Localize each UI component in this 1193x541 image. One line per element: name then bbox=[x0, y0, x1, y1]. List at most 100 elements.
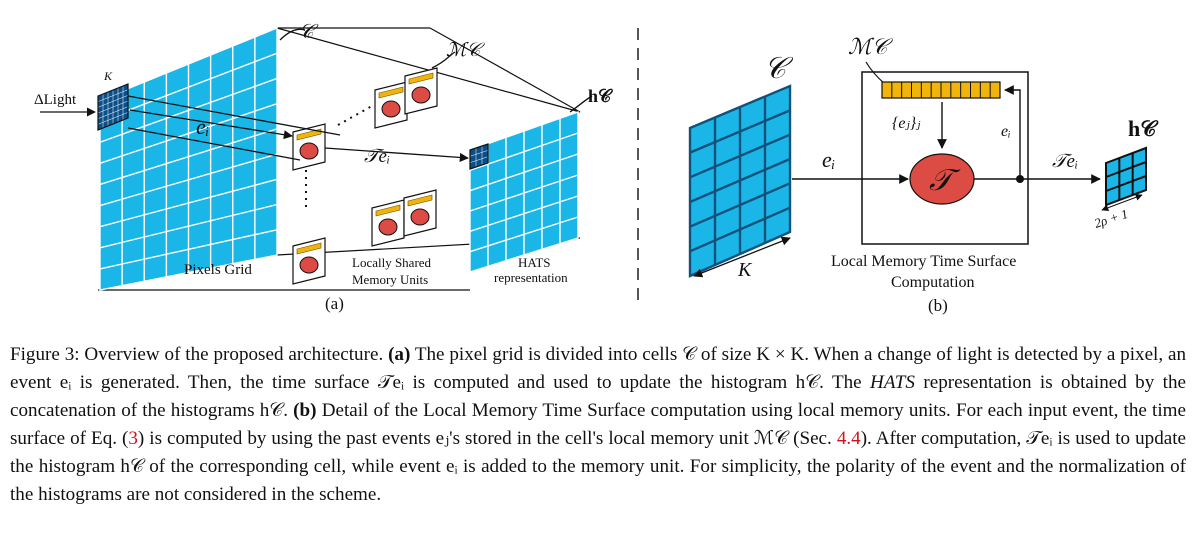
memory-unit-bar bbox=[378, 86, 404, 99]
pixel-cell-hline bbox=[99, 153, 278, 207]
input-cell-grid bbox=[688, 84, 792, 278]
histogram-size-arrow bbox=[1101, 193, 1143, 212]
histogram-grid bbox=[1105, 146, 1147, 207]
pixel-cell-hline bbox=[99, 203, 278, 249]
event-store-label: eᵢ bbox=[1001, 123, 1011, 140]
hist-cell-hline bbox=[1105, 175, 1147, 192]
caption-part-2: The pixel grid is divided into cells 𝒞 o… bbox=[10, 344, 1186, 393]
b-cell-hline bbox=[689, 182, 791, 228]
caption-part-5: ) is computed by using the past events e… bbox=[137, 428, 837, 449]
panel-b-letter: (b) bbox=[928, 296, 948, 315]
memory-unit-disk bbox=[410, 208, 430, 226]
event-label-a: eᵢ bbox=[196, 114, 209, 139]
box-title-line-2: Computation bbox=[891, 274, 975, 291]
memory-unit bbox=[403, 189, 437, 237]
memory-unit-disk bbox=[381, 100, 401, 118]
caption-italic-hats: HATS bbox=[870, 372, 915, 393]
histogram-cell-hline bbox=[469, 156, 489, 163]
b-cell-hline bbox=[689, 157, 791, 204]
hats-grid bbox=[469, 111, 579, 273]
memory-unit-bar bbox=[296, 242, 322, 255]
input-cell-hline bbox=[97, 89, 129, 102]
delta-light-label: ΔLight bbox=[34, 92, 77, 108]
box-title-line-1: Local Memory Time Surface bbox=[831, 253, 1016, 270]
pixel-cell-hline bbox=[99, 103, 278, 164]
panel-b: K 𝒞 ℳ𝒞 {eⱼ}ⱼ 𝒯 eᵢ eᵢ 𝒯eᵢ h𝒞 2ρ + 1 Local… bbox=[688, 34, 1159, 315]
input-cell-hline bbox=[97, 106, 129, 119]
histogram-size-label: 2ρ + 1 bbox=[1092, 206, 1129, 231]
input-cell-hline bbox=[97, 95, 129, 108]
computation-box bbox=[861, 71, 1029, 245]
event-in-label: eᵢ bbox=[822, 147, 835, 172]
histogram-label-b: h𝒞 bbox=[1128, 116, 1159, 141]
memory-unit bbox=[374, 81, 408, 129]
caption-bold-b: (b) bbox=[293, 400, 317, 421]
time-surface-label-a: 𝒯eᵢ bbox=[364, 146, 390, 167]
pixel-cell-hline bbox=[99, 52, 278, 122]
memory-unit-bar bbox=[407, 194, 433, 207]
caption-part-6: ). After computation, 𝒯eᵢ is used to upd… bbox=[10, 428, 1186, 505]
pixel-cell-hline bbox=[99, 128, 278, 186]
memory-pointer-b bbox=[865, 61, 886, 85]
memory-units-label-2: Memory Units bbox=[352, 272, 428, 287]
event-arrow-a bbox=[129, 109, 293, 140]
architecture-figure: ΔLight K 𝒞 ℳ𝒞 eᵢ 𝒯eᵢ h𝒞 Pixels Grid Loca… bbox=[34, 21, 1159, 315]
input-cell-border bbox=[97, 83, 129, 131]
histogram-label-a: h𝒞 bbox=[588, 86, 613, 106]
memory-unit bbox=[292, 123, 326, 171]
cell-label-b: 𝒞 bbox=[764, 52, 794, 85]
memory-unit-bar bbox=[296, 128, 322, 141]
memory-unit bbox=[292, 237, 326, 285]
event-store-arrow bbox=[1004, 85, 1021, 179]
pixel-cell-hline bbox=[99, 77, 278, 143]
past-events-label: {eⱼ}ⱼ bbox=[892, 115, 921, 132]
memory-unit-bar bbox=[375, 204, 401, 217]
cell-size-arrow-b bbox=[693, 236, 791, 278]
memory-unit bbox=[404, 67, 438, 115]
memory-unit-disk bbox=[299, 256, 319, 274]
input-cell-hline bbox=[97, 100, 129, 114]
hist-cell-hline bbox=[1105, 161, 1147, 178]
hats-cell-hline bbox=[469, 132, 579, 171]
histogram-cell-highlight bbox=[469, 143, 489, 170]
memory-label-b: ℳ𝒞 bbox=[848, 34, 894, 59]
caption-figure-number: Figure 3: bbox=[10, 344, 80, 365]
caption-equation-link[interactable]: 3 bbox=[128, 428, 138, 449]
memory-pointer bbox=[431, 51, 456, 69]
hist-cell-area bbox=[1105, 146, 1147, 207]
memory-unit-bar bbox=[408, 72, 434, 85]
caption-part-1: Overview of the proposed architecture. bbox=[79, 344, 389, 365]
hats-label-1: HATS bbox=[518, 255, 551, 270]
input-cell-highlight bbox=[97, 83, 129, 131]
cell-connector-2 bbox=[127, 127, 301, 161]
memory-units bbox=[292, 67, 438, 285]
memory-label-a: ℳ𝒞 bbox=[446, 40, 485, 61]
memory-unit-disk bbox=[299, 142, 319, 160]
cell-connector-1 bbox=[127, 95, 341, 136]
hats-cell-hline bbox=[469, 195, 579, 232]
caption-part-4: Detail of the Local Memory Time Surface … bbox=[10, 400, 1186, 449]
hats-label-2: representation bbox=[494, 270, 568, 285]
hats-cell-hline bbox=[469, 216, 579, 253]
pixels-grid bbox=[99, 26, 278, 291]
panel-a: ΔLight K 𝒞 ℳ𝒞 eᵢ 𝒯eᵢ h𝒞 Pixels Grid Loca… bbox=[34, 21, 613, 313]
caption-section-link[interactable]: 4.4 bbox=[836, 428, 861, 449]
cell-label-a: 𝒞 bbox=[299, 21, 319, 43]
cell-size-label-a: K bbox=[103, 69, 113, 83]
histogram-cell-border bbox=[469, 143, 489, 170]
b-cell-hline bbox=[689, 109, 791, 154]
figure-caption: Figure 3: Overview of the proposed archi… bbox=[10, 341, 1186, 509]
memory-dots-diagonal bbox=[337, 105, 373, 126]
b-cell-hline bbox=[689, 133, 791, 179]
pixel-cell-hline bbox=[99, 178, 278, 228]
memory-units-label-1: Locally Shared bbox=[352, 255, 432, 270]
memory-unit bbox=[371, 199, 405, 247]
memory-unit-bar bbox=[881, 81, 1001, 99]
caption-part-3: representation is obtained by the concat… bbox=[10, 372, 1186, 421]
memory-unit-disk bbox=[378, 218, 398, 236]
time-surface-arrow-a bbox=[324, 147, 469, 162]
memory-unit-disk bbox=[411, 86, 431, 104]
caption-bold-a: (a) bbox=[388, 344, 411, 365]
histogram-pointer bbox=[569, 95, 593, 113]
cell-pointer bbox=[279, 28, 306, 41]
